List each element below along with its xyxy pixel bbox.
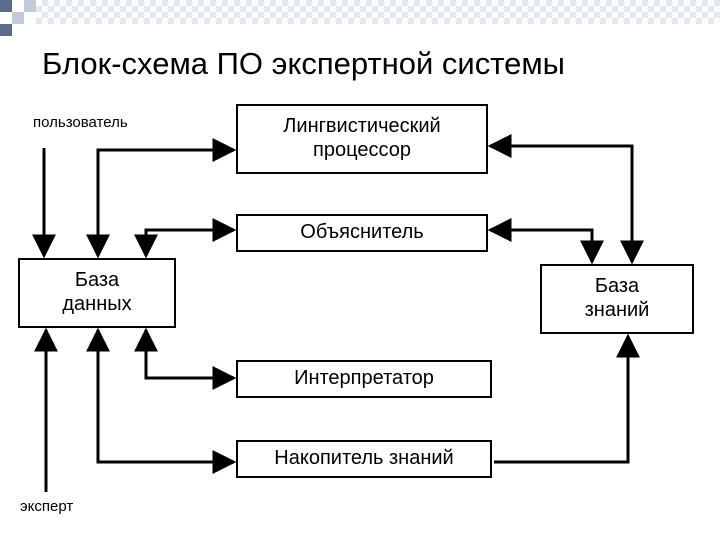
knowledge-base-block: База знаний xyxy=(540,264,694,334)
decor-square-dark xyxy=(0,24,12,36)
explainer-block: Объяснитель xyxy=(236,214,488,252)
page-title: Блок-схема ПО экспертной системы xyxy=(42,46,565,81)
arrow-explainer-knowledge-base xyxy=(487,218,604,265)
arrow-accumulator-to-knowledge-base xyxy=(494,333,640,464)
arrow-linguistic-knowledge-base xyxy=(487,134,644,265)
explainer-text: Объяснитель xyxy=(300,221,424,244)
database-block: База данных xyxy=(18,258,176,328)
user-label: пользователь xyxy=(33,114,128,131)
decor-square-dark xyxy=(0,0,12,12)
decor-checker-band xyxy=(36,0,720,24)
interpreter-text: Интерпретатор xyxy=(294,367,434,390)
decor-square-light xyxy=(24,0,36,12)
interpreter-block: Интерпретатор xyxy=(236,360,492,398)
knowledge-accumulator-text: Накопитель знаний xyxy=(274,447,454,470)
expert-label: эксперт xyxy=(20,498,74,515)
linguistic-processor-block: Лингвистический процессор xyxy=(236,104,488,174)
arrow-database-interpreter xyxy=(134,327,237,390)
linguistic-processor-text: Лингвистический процессор xyxy=(283,115,441,161)
database-text: База данных xyxy=(62,269,132,315)
knowledge-accumulator-block: Накопитель знаний xyxy=(236,440,492,478)
knowledge-base-text: База знаний xyxy=(584,275,650,321)
arrow-database-explainer xyxy=(134,218,237,259)
decor-square-light xyxy=(12,12,24,24)
arrow-database-linguistic xyxy=(86,138,237,259)
arrow-database-accumulator xyxy=(86,327,237,474)
